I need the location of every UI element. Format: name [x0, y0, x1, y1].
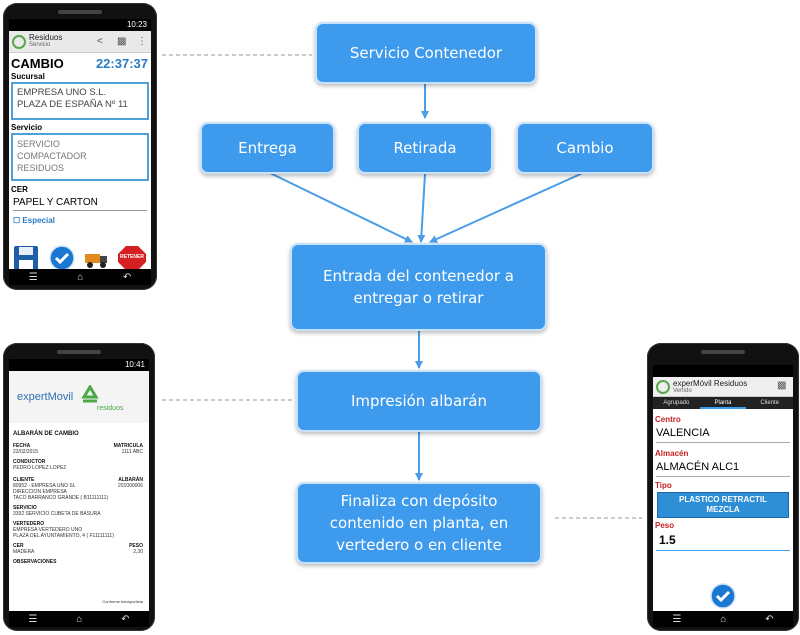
service-type-heading: CAMBIO — [11, 56, 64, 71]
truck-icon[interactable] — [83, 245, 109, 271]
matricula-label: MATRICULA — [113, 443, 143, 449]
phone-vertido-screen: experMóvil Residuos Vertido ▩ Agrupado P… — [653, 365, 793, 627]
centro-label: Centro — [655, 415, 681, 424]
retener-label: RETENER — [120, 254, 144, 260]
phone-cambio: 10:23 Residuos Servicio < ▩ ⋮ CAMBIO 22:… — [3, 3, 157, 290]
tabs: Agrupado Planta Cliente — [653, 397, 793, 409]
doc-servicio-value: 3392 SERVICIO CUBETA DE BASURA — [13, 511, 101, 517]
vertedero-label: VERTEDERO — [13, 521, 45, 527]
retener-button[interactable]: RETENER — [117, 245, 147, 271]
confirm-check-icon[interactable] — [710, 583, 736, 609]
albaran-value: 201000006 — [117, 483, 143, 489]
conductor-value: PEDRO LOPEZ LOPEZ — [13, 465, 67, 471]
centro-select[interactable]: VALENCIA — [656, 427, 790, 443]
albaran-label: ALBARÁN — [118, 477, 143, 483]
status-time: 10:41 — [124, 360, 145, 369]
doc-title: ALBARÁN DE CAMBIO — [13, 431, 79, 437]
especial-checkbox[interactable]: ☐ Especial — [13, 216, 55, 225]
nav-menu-icon[interactable]: ☰ — [672, 613, 682, 625]
app-title: experMóvil Residuos — [673, 379, 748, 388]
especial-label: Especial — [22, 216, 55, 225]
box-entrada-contenedor: Entrada del contenedor a entregar o reti… — [290, 243, 547, 331]
cliente-value: 80952 - EMPRESA UNO SL DIRECCION EMPRESA… — [13, 483, 109, 501]
nav-back-icon[interactable]: ↶ — [122, 271, 132, 283]
stop-sign-icon — [118, 246, 146, 270]
box-servicio-contenedor: Servicio Contenedor — [315, 22, 537, 84]
recycle-logo-icon — [81, 385, 99, 403]
doc-peso-label: PESO — [129, 543, 143, 549]
arrow-entrega-to-entrada — [267, 171, 413, 243]
app-bar: Residuos Servicio < ▩ ⋮ — [9, 31, 151, 53]
box-impresion-albaran: Impresión albarán — [296, 370, 542, 432]
nav-home-icon[interactable]: ⌂ — [76, 613, 83, 625]
box-entrega: Entrega — [200, 122, 335, 174]
logo-text: expertMovil — [17, 391, 74, 403]
nav-back-icon[interactable]: ↶ — [121, 613, 130, 625]
menu-overflow-icon[interactable]: ⋮ — [137, 36, 147, 47]
matricula-value: 1111 ABC — [121, 449, 143, 455]
box-finaliza-deposito: Finaliza con depósito contenido en plant… — [296, 482, 542, 564]
tipo-label: Tipo — [655, 481, 672, 490]
nav-menu-icon[interactable]: ☰ — [28, 613, 38, 625]
phone-albaran-screen: 10:41 expertMovil residuos ALBARÁN DE CA… — [9, 359, 149, 627]
app-logo-icon — [12, 35, 26, 49]
share-icon[interactable]: < — [97, 36, 103, 47]
arrow-cambio-to-entrada — [429, 171, 586, 243]
firma-label: Conforme transportista — [102, 599, 143, 604]
peso-input[interactable]: 1.5 — [656, 533, 790, 551]
fecha-label: FECHA — [13, 443, 31, 449]
doc-servicio-label: SERVICIO — [13, 505, 37, 511]
doc-peso-value: 2,30 — [133, 549, 143, 555]
fecha-value: 23/02/2015 — [13, 449, 39, 455]
servicio-field[interactable]: SERVICIO COMPACTADOR RESIDUOS — [11, 133, 149, 181]
cliente-label: CLIENTE — [13, 477, 35, 483]
tab-cliente[interactable]: Cliente — [760, 400, 780, 406]
app-logo-icon — [656, 380, 670, 394]
confirm-check-icon[interactable] — [49, 245, 75, 271]
clock: 22:37:37 — [95, 56, 148, 71]
almacen-label: Almacén — [655, 449, 689, 458]
box-cambio: Cambio — [516, 122, 654, 174]
arrow-retirada-to-entrada — [417, 173, 426, 243]
phone-vertido: experMóvil Residuos Vertido ▩ Agrupado P… — [647, 343, 799, 631]
peso-label: Peso — [655, 521, 675, 530]
nav-home-icon[interactable]: ⌂ — [77, 271, 84, 283]
doc-cer-label: CER — [13, 543, 24, 549]
almacen-select[interactable]: ALMACÉN ALC1 — [656, 461, 790, 477]
app-title: Residuos — [29, 33, 63, 42]
save-floppy-icon[interactable] — [13, 245, 39, 271]
box-retirada: Retirada — [357, 122, 493, 174]
conductor-label: CONDUCTOR — [13, 459, 46, 465]
app-subtitle: Servicio — [29, 42, 51, 48]
nav-menu-icon[interactable]: ☰ — [28, 271, 38, 283]
tab-agrupado[interactable]: Agrupado — [663, 400, 690, 406]
save-icon[interactable]: ▩ — [777, 380, 787, 391]
tipo-button[interactable]: PLASTICO RETRACTIL MEZCLA — [657, 492, 789, 518]
cer-select[interactable]: PAPEL Y CARTON — [13, 197, 147, 211]
nav-home-icon[interactable]: ⌂ — [720, 613, 727, 625]
servicio-label: Servicio — [11, 123, 43, 132]
phone-cambio-screen: 10:23 Residuos Servicio < ▩ ⋮ CAMBIO 22:… — [9, 19, 151, 285]
app-bar: experMóvil Residuos Vertido ▩ — [653, 377, 793, 397]
phone-albaran: 10:41 expertMovil residuos ALBARÁN DE CA… — [3, 343, 155, 631]
cer-label: CER — [11, 185, 28, 194]
nav-back-icon[interactable]: ↶ — [765, 613, 774, 625]
sucursal-field[interactable]: EMPRESA UNO S.L. PLAZA DE ESPAÑA Nº 11 — [11, 82, 149, 120]
tab-planta[interactable]: Planta — [699, 397, 747, 409]
save-icon[interactable]: ▩ — [117, 36, 127, 47]
observaciones-label: OBSERVACIONES — [13, 559, 57, 565]
app-subtitle: Vertido — [673, 388, 692, 394]
status-time: 10:23 — [126, 20, 147, 29]
logo-sub: residuos — [97, 405, 124, 412]
vertedero-value: EMPRESA VERTEDERO UNO PLAZA DEL AYUNTAMI… — [13, 527, 114, 539]
doc-header: expertMovil residuos — [9, 371, 149, 423]
sucursal-label: Sucursal — [11, 72, 45, 81]
doc-cer-value: MADERA — [13, 549, 35, 555]
